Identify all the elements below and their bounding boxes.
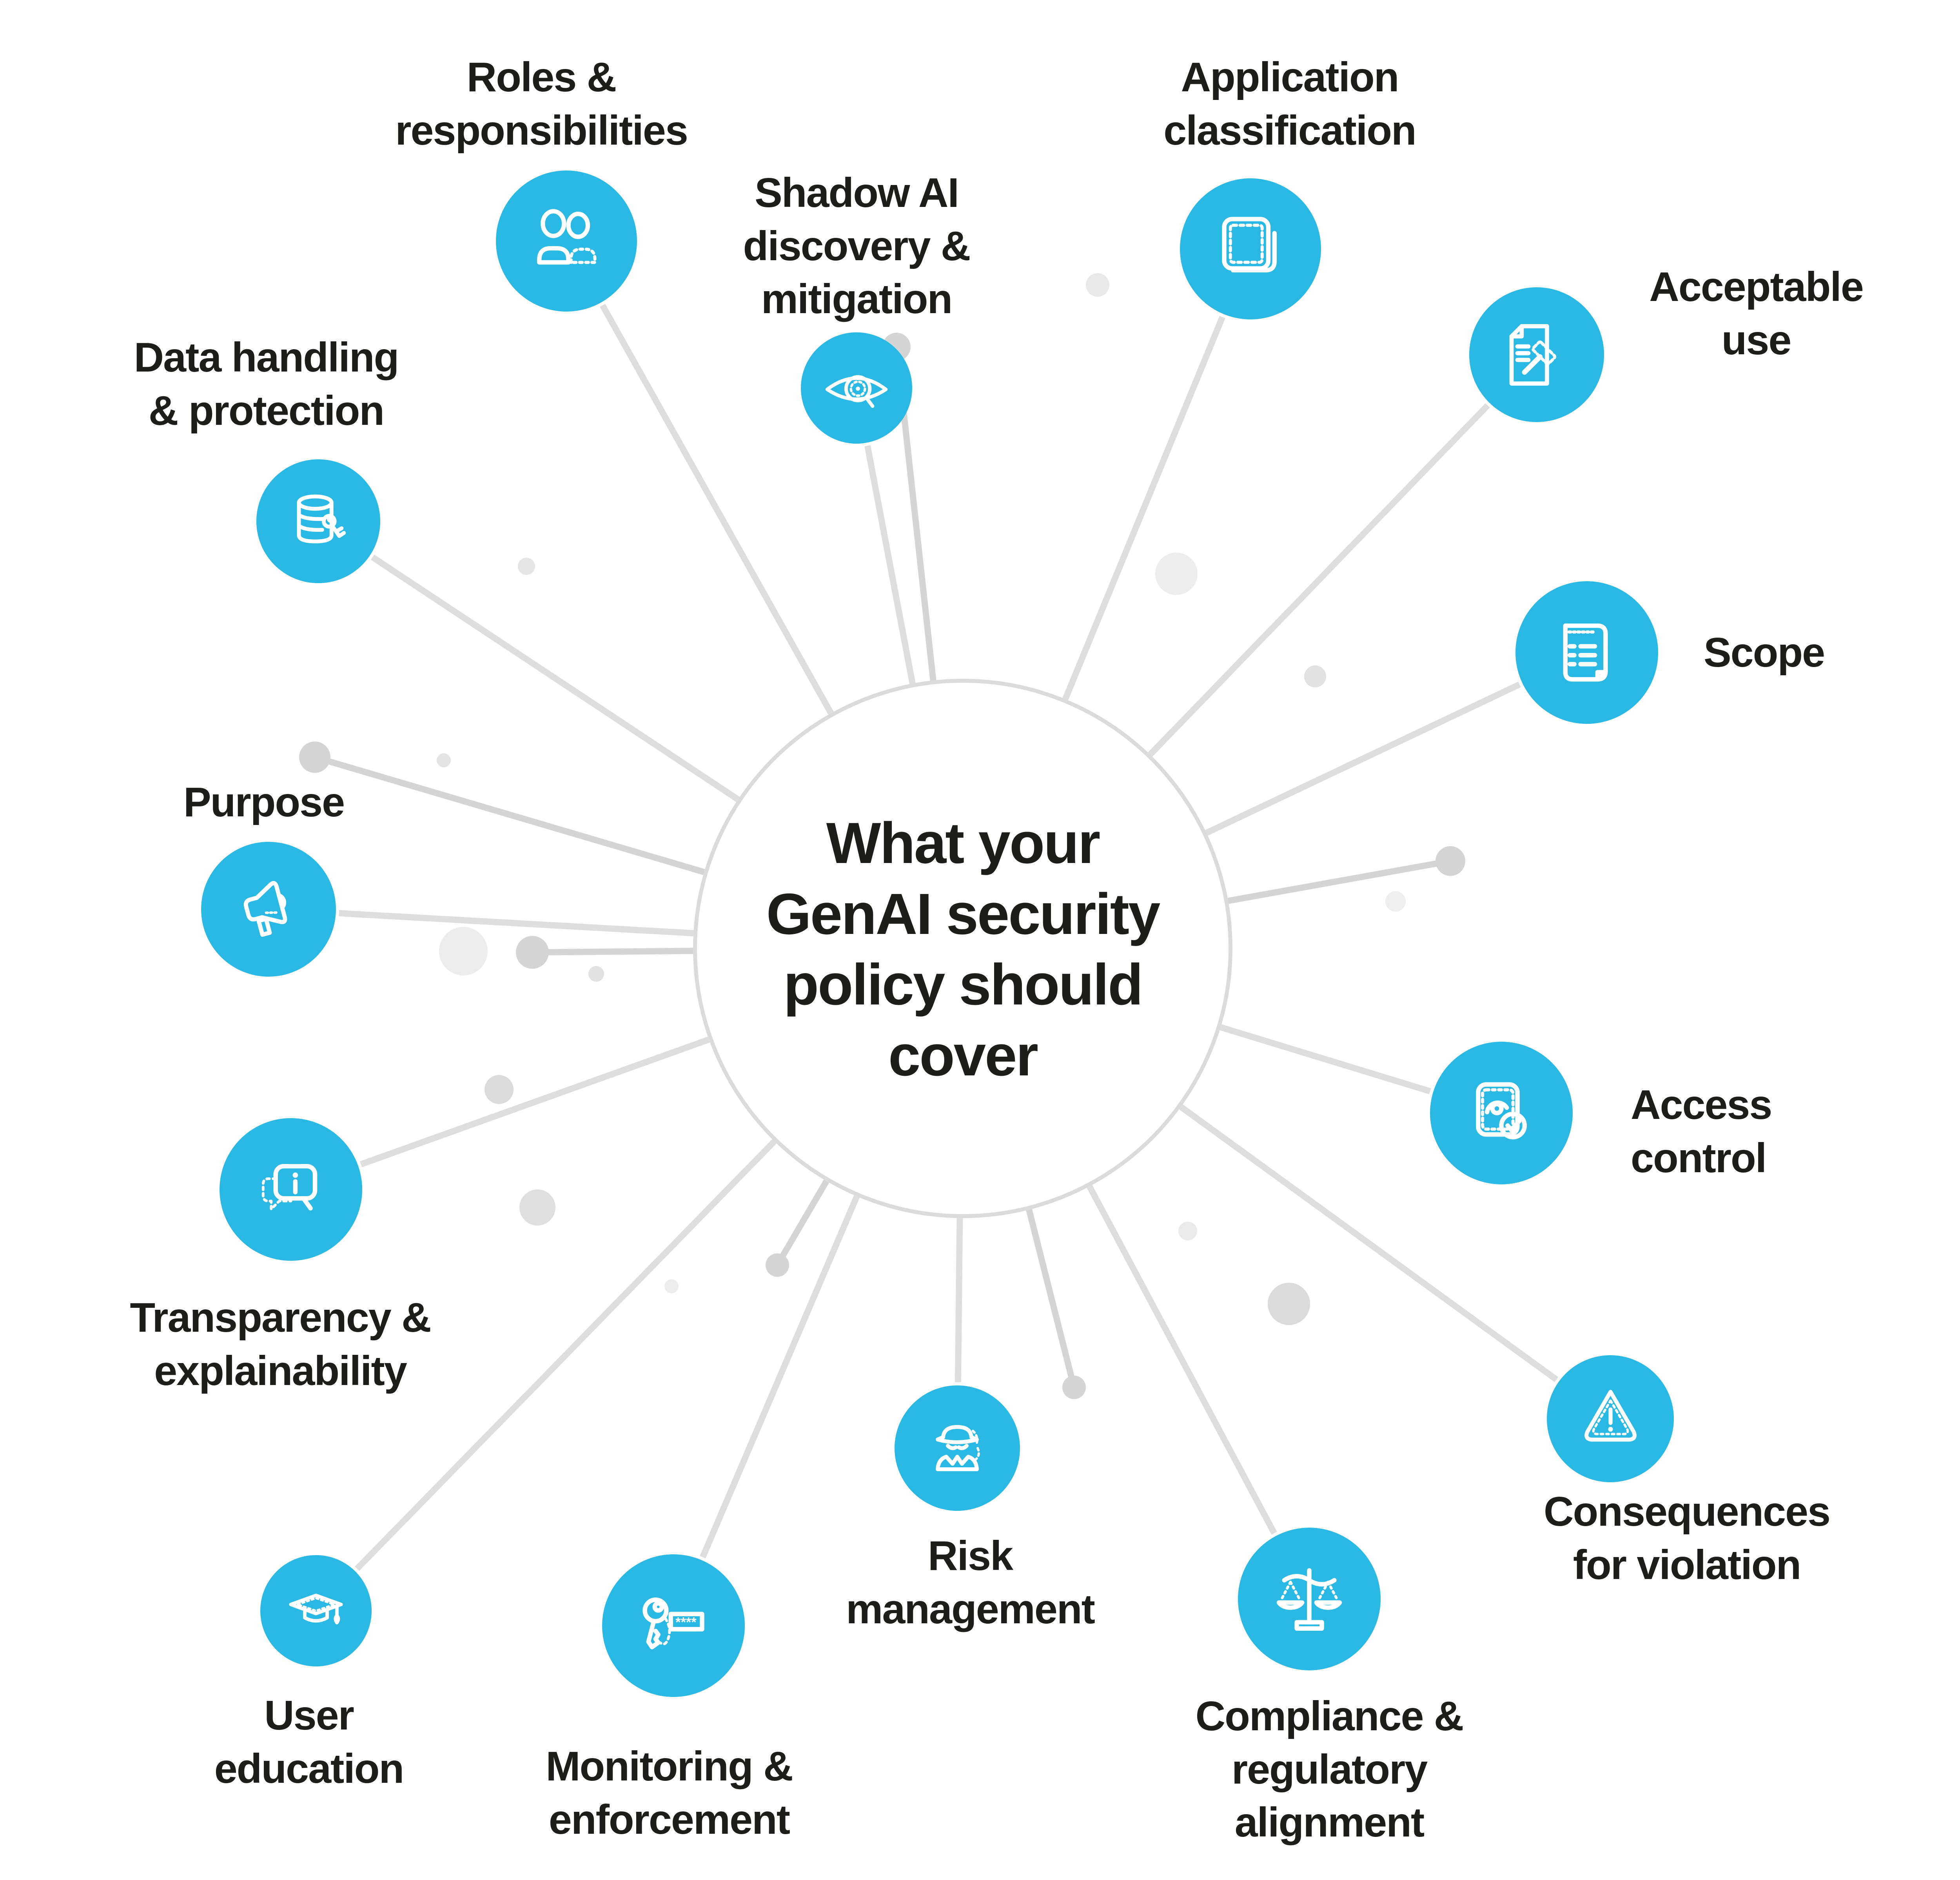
node-label-purpose: Purpose xyxy=(183,779,345,825)
document-gavel-icon xyxy=(1509,324,1556,386)
node-label-access-control: Access control xyxy=(1631,1082,1772,1181)
connector-line xyxy=(1205,682,1521,836)
scroll-icon xyxy=(1563,623,1608,682)
decor-dot xyxy=(439,927,488,975)
connector-line xyxy=(360,1036,710,1168)
node-label-user-education: User education xyxy=(214,1692,405,1792)
node-circle-monitoring-enforcement: **** xyxy=(602,1554,745,1697)
node-circle-data-handling-protection xyxy=(256,459,380,583)
svg-text:****: **** xyxy=(675,1615,697,1630)
node-circle-risk-management xyxy=(895,1385,1020,1511)
node-circle-application-classification xyxy=(1180,178,1321,319)
node-circle-purpose xyxy=(201,842,336,977)
connector-line xyxy=(599,304,834,715)
node-label-risk-management: Risk management xyxy=(846,1533,1095,1632)
pin-dot xyxy=(766,1253,789,1277)
connector-line xyxy=(355,1139,777,1571)
node-circle-scope xyxy=(1515,581,1658,724)
pin-dot xyxy=(1436,846,1465,876)
center-circle xyxy=(693,679,1232,1218)
graduation-cap-icon xyxy=(289,1594,343,1624)
node-label-roles-responsibilities: Roles & responsibilities xyxy=(395,54,688,154)
documents-icon xyxy=(1221,216,1277,272)
pin-line xyxy=(314,754,705,875)
pin-line xyxy=(1227,858,1451,904)
node-label-data-handling-protection: Data handling & protection xyxy=(134,334,399,434)
node-label-application-classification: Application classification xyxy=(1163,54,1417,154)
megaphone-icon xyxy=(243,881,287,937)
decor-dot xyxy=(664,1279,679,1293)
decor-dot xyxy=(485,1075,514,1104)
decor-dot xyxy=(1086,273,1109,297)
eye-search-icon xyxy=(825,375,888,408)
pin-line xyxy=(1026,1209,1077,1388)
people-icon xyxy=(537,208,596,265)
connector-line xyxy=(1220,1024,1431,1095)
fingerprint-check-icon xyxy=(1476,1082,1527,1140)
spy-icon xyxy=(936,1425,980,1471)
connector-line xyxy=(700,1195,860,1559)
connector-line xyxy=(370,555,740,802)
info-bubble-icon xyxy=(261,1164,318,1211)
decor-dot xyxy=(1304,665,1326,687)
connector-line xyxy=(1148,403,1490,757)
node-label-compliance-regulatory: Compliance & regulatory alignment xyxy=(1195,1693,1464,1846)
connector-line xyxy=(1062,315,1225,700)
warning-triangle-icon xyxy=(1584,1389,1637,1441)
node-circle-compliance-regulatory xyxy=(1238,1528,1381,1670)
connector-line xyxy=(1179,1104,1559,1382)
node-label-acceptable-use: Acceptable use xyxy=(1649,264,1864,363)
decor-dot xyxy=(518,558,535,575)
decor-dot xyxy=(1178,1222,1197,1240)
node-label-consequences-for-violation: Consequences for violation xyxy=(1543,1488,1831,1588)
connector-line xyxy=(339,910,694,937)
node-circle-consequences-for-violation xyxy=(1547,1355,1674,1482)
node-circle-user-education xyxy=(260,1555,372,1666)
connector-line xyxy=(955,1218,963,1383)
node-label-scope: Scope xyxy=(1703,629,1825,676)
connector-line xyxy=(1087,1185,1277,1535)
pin-line xyxy=(775,1179,829,1267)
pin-dot xyxy=(299,741,330,773)
node-circle-acceptable-use xyxy=(1469,287,1604,422)
node-circle-shadow-ai xyxy=(801,332,912,444)
decor-dot xyxy=(437,753,451,767)
database-key-icon xyxy=(297,494,346,544)
connector-line xyxy=(864,445,916,684)
node-circle-access-control xyxy=(1430,1042,1573,1184)
pin-dot xyxy=(1062,1376,1086,1399)
node-label-monitoring-enforcement: Monitoring & enforcement xyxy=(546,1743,793,1843)
node-circle-roles-responsibilities xyxy=(496,170,637,312)
pin-dot xyxy=(516,936,549,969)
scales-icon xyxy=(1276,1568,1342,1631)
node-label-transparency-explainability: Transparency & explainability xyxy=(130,1294,431,1394)
node-circle-transparency-explainability xyxy=(220,1118,362,1261)
decor-dot xyxy=(1155,553,1198,595)
center-title: What your GenAI security policy should c… xyxy=(766,811,1161,1088)
decor-dot xyxy=(588,966,604,982)
decor-dot xyxy=(1268,1283,1310,1325)
decor-dot xyxy=(1385,891,1406,912)
pin-line xyxy=(532,948,693,955)
decor-dot xyxy=(519,1189,555,1226)
key-password-icon: **** xyxy=(642,1597,704,1650)
node-label-shadow-ai: Shadow AI discovery & mitigation xyxy=(743,170,971,323)
